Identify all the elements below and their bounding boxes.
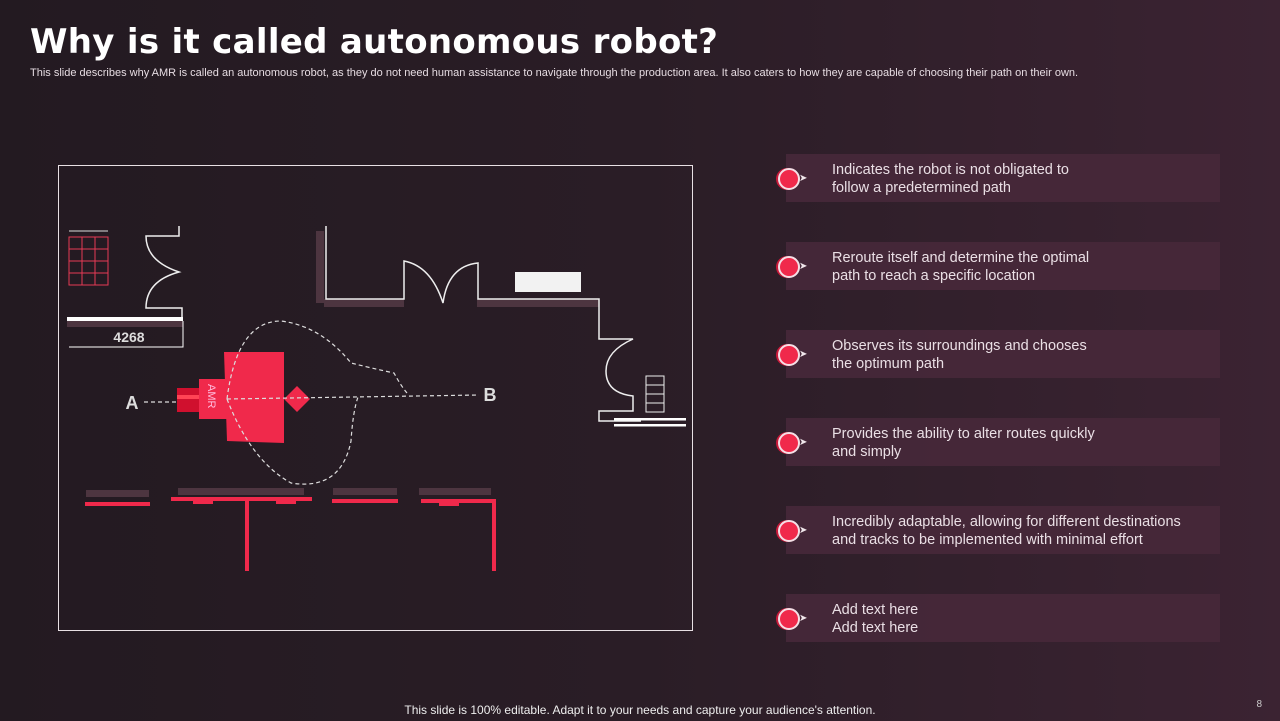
arrow-icon: ➤ — [799, 613, 808, 624]
wall-top — [325, 226, 641, 422]
robot-amr-icon: AMR — [177, 352, 310, 443]
page-subtitle: This slide describes why AMR is called a… — [30, 67, 1079, 79]
item-text: Incredibly adaptable, allowing for diffe… — [832, 514, 1181, 548]
floor-plan-diagram: 4268 A B AMR — [58, 165, 693, 631]
footer-note: This slide is 100% editable. Adapt it to… — [404, 703, 876, 717]
page-number: 8 — [1256, 699, 1262, 710]
grid-icon — [68, 236, 109, 286]
list-item: ➤ Observes its surroundings and chooses t… — [776, 330, 1226, 378]
bullet-icon — [778, 608, 800, 630]
list-item: ➤ Incredibly adaptable, allowing for diff… — [776, 506, 1226, 554]
bullet-icon — [778, 168, 800, 190]
arrow-icon: ➤ — [799, 437, 808, 448]
label-code: 4268 — [113, 329, 144, 345]
item-text: Add text here Add text here — [832, 602, 919, 636]
label-b: B — [484, 385, 497, 405]
bullet-icon — [778, 344, 800, 366]
path-lines — [144, 320, 480, 485]
arrow-icon: ➤ — [799, 261, 808, 272]
bullet-icon — [778, 432, 800, 454]
item-text: Observes its surroundings and chooses th… — [832, 338, 1087, 372]
item-text: Reroute itself and determine the optimal… — [832, 250, 1090, 284]
list-item: ➤ Add text here Add text here — [776, 594, 1226, 642]
arrow-icon: ➤ — [799, 349, 808, 360]
page-title: Why is it called autonomous robot? — [30, 22, 719, 62]
robot-label: AMR — [205, 384, 217, 409]
bullet-icon — [778, 520, 800, 542]
item-text: Provides the ability to alter routes qui… — [832, 426, 1095, 460]
arrow-icon: ➤ — [799, 173, 808, 184]
shelf-icon — [645, 375, 665, 413]
door-left — [145, 226, 183, 317]
bullet-icon — [778, 256, 800, 278]
list-item: ➤ Reroute itself and determine the optima… — [776, 242, 1226, 290]
list-item: ➤ Provides the ability to alter routes qu… — [776, 418, 1226, 466]
item-text: Indicates the robot is not obligated to … — [832, 162, 1069, 196]
label-a: A — [126, 393, 139, 413]
list-item: ➤ Indicates the robot is not obligated to… — [776, 154, 1226, 202]
arrow-icon: ➤ — [799, 525, 808, 536]
conveyor-lines — [85, 488, 496, 571]
